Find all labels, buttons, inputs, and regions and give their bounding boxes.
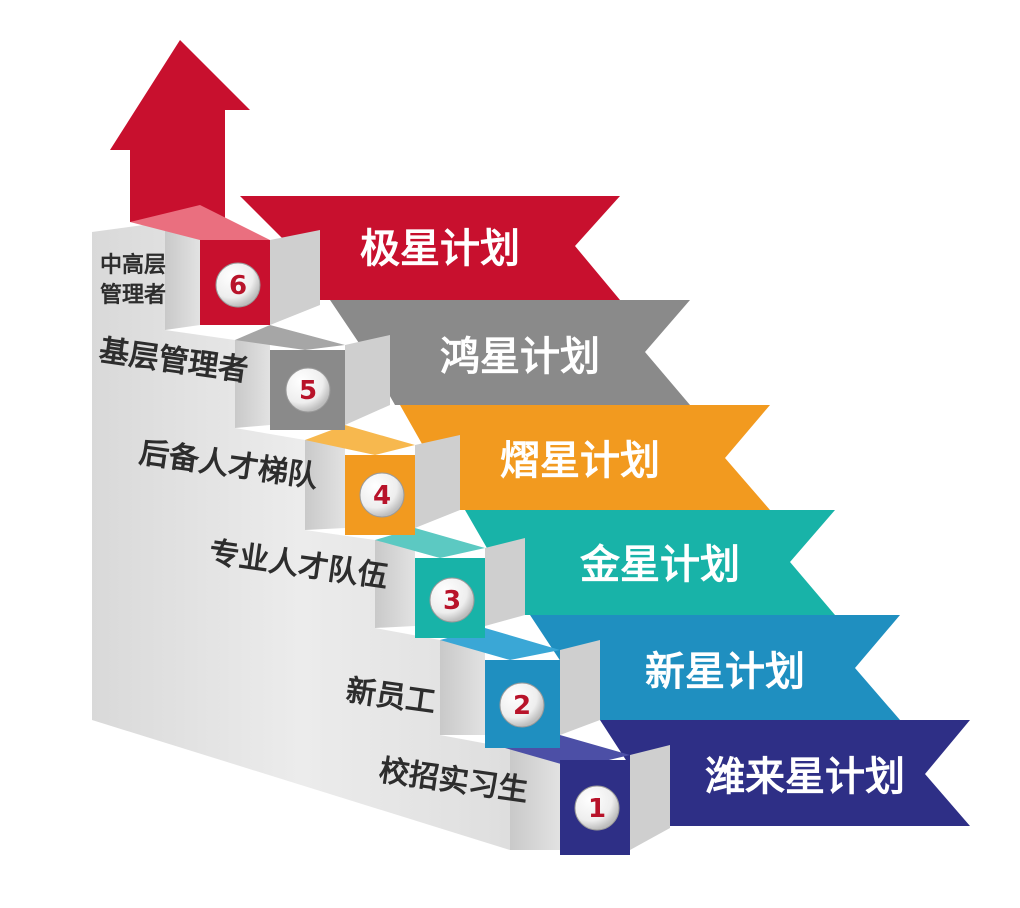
ribbon-6 (240, 196, 620, 300)
program-label-5: 鸿星计划 (440, 334, 600, 380)
step-1-number: 1 (588, 794, 606, 824)
program-label-4: 熠星计划 (500, 438, 660, 484)
step-4-number: 4 (373, 481, 391, 511)
stair-side-wall (92, 222, 510, 850)
program-label-1: 潍来星计划 (705, 754, 905, 800)
step-2-number: 2 (513, 691, 531, 721)
step-2-badge (499, 682, 545, 728)
ribbon-3 (465, 510, 835, 615)
step-number-badges: 1 2 3 4 5 6 (215, 262, 620, 831)
step-6-number: 6 (229, 271, 247, 301)
step-6-badge (215, 262, 261, 308)
step-5-top (235, 325, 345, 350)
program-labels: 极星计划 鸿星计划 熠星计划 金星计划 新星计划 潍来星计划 (360, 226, 905, 800)
step-5-badge (285, 367, 331, 413)
program-label-2: 新星计划 (645, 649, 805, 695)
stair-risers (165, 222, 560, 850)
program-label-6: 极星计划 (360, 226, 520, 272)
level-label-6-line-1: 中高层 (100, 252, 166, 278)
level-label-6-line-2: 管理者 (100, 282, 166, 308)
ribbon-1 (600, 720, 970, 826)
step-4-badge (359, 472, 405, 518)
step-6-top (130, 205, 270, 240)
step-3-badge (429, 577, 475, 623)
ribbon-2 (530, 615, 900, 720)
step-3-top (375, 528, 485, 558)
step-4-top (305, 425, 415, 455)
step-right-risers (270, 230, 670, 850)
ribbon-layer (240, 196, 970, 826)
step-5-number: 5 (299, 376, 317, 406)
step-1-badge (574, 785, 620, 831)
ribbon-5 (330, 300, 690, 405)
program-label-3: 金星计划 (579, 542, 740, 588)
ribbon-4 (400, 405, 770, 510)
up-arrow-icon (110, 40, 250, 222)
step-3-number: 3 (443, 586, 461, 616)
